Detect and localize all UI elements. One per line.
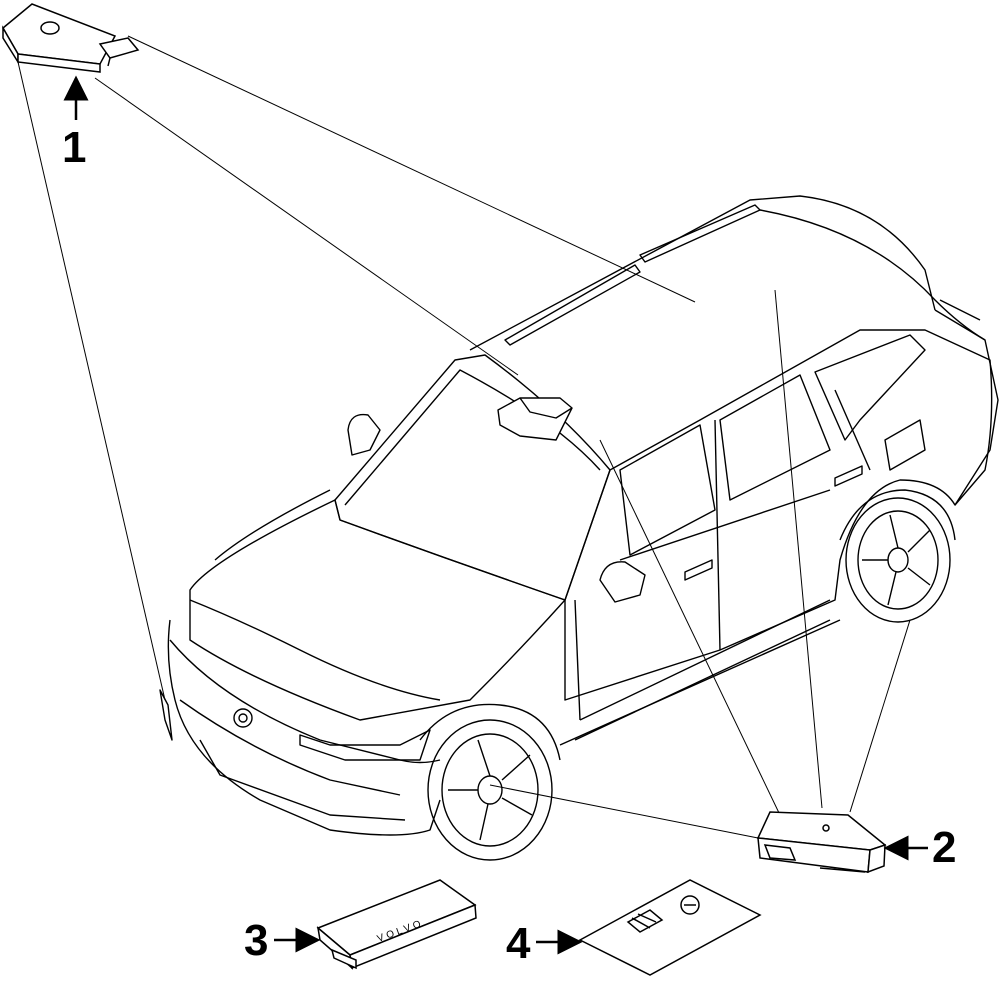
callout-number-3: 3	[244, 916, 268, 965]
roof	[470, 196, 935, 350]
door-handle-front	[685, 560, 712, 580]
callout-number-2: 2	[932, 823, 956, 872]
side-mirror-left	[348, 415, 380, 455]
circle-mark-icon	[681, 896, 699, 914]
callout-number-4: 4	[506, 919, 531, 968]
callout-number-1: 1	[62, 123, 86, 172]
side-mirror-right	[600, 562, 645, 602]
key-card-part-3: VOLVO	[318, 880, 476, 968]
front-door-window	[620, 425, 715, 555]
rear-quarter-window	[815, 335, 925, 440]
callout-arrows	[63, 75, 928, 955]
windshield-sensor	[498, 398, 572, 440]
leader-line	[18, 62, 165, 700]
front-wheel	[428, 720, 552, 860]
door-handle-rear	[835, 466, 862, 486]
hood	[190, 500, 565, 720]
roof-edge	[760, 210, 985, 340]
grille-badge	[234, 709, 252, 727]
label-sheet-part-4	[580, 880, 760, 975]
roof-rail-left	[505, 265, 640, 345]
body-side	[565, 330, 992, 700]
roof-rail-right	[640, 205, 760, 262]
rear-wheel	[846, 498, 950, 622]
windshield	[335, 355, 610, 600]
logo-mark-icon	[628, 910, 662, 932]
fuel-door	[885, 420, 925, 470]
module-part-2	[758, 812, 885, 872]
leader-line	[850, 620, 910, 812]
module-part-1	[3, 4, 138, 72]
leader-line	[600, 440, 780, 815]
leader-line	[775, 290, 822, 808]
rear-door-window	[720, 375, 830, 500]
leader-line	[490, 785, 758, 838]
leader-line	[95, 78, 518, 375]
leader-line	[128, 36, 695, 302]
leader-lines	[18, 36, 910, 838]
vehicle-outline	[160, 196, 998, 860]
headlight	[300, 730, 430, 760]
